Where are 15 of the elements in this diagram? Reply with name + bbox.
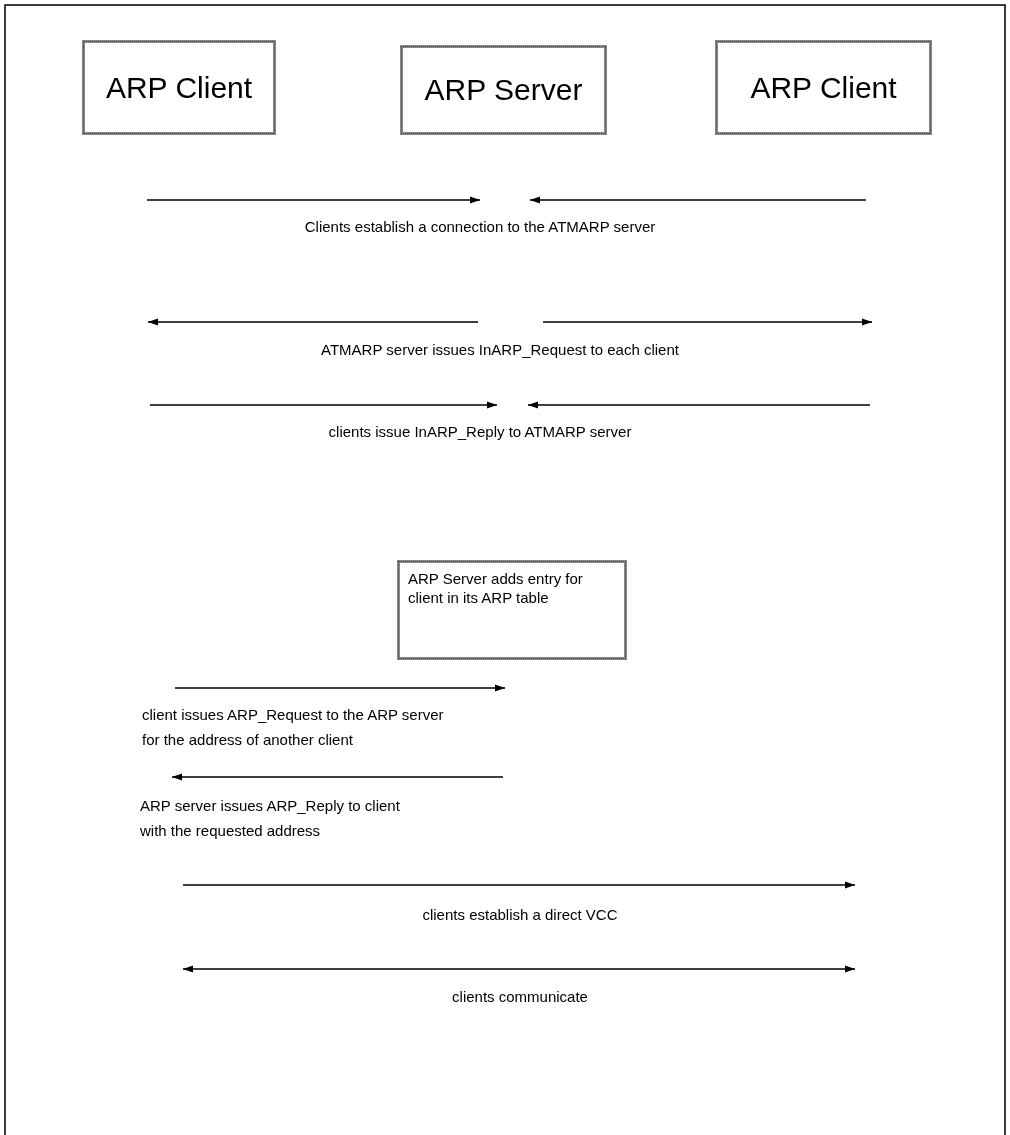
message-label: Clients establish a connection to the ATMARP server (304, 217, 656, 237)
participant-box (400, 45, 607, 135)
node-text: ARP Server (424, 73, 583, 107)
message-label: clients issue InARP_Reply to ATMARP server (328, 422, 632, 442)
message-label: ARP server issues ARP_Reply to client with the requested address (140, 796, 400, 841)
node-text: ARP Client (105, 70, 253, 105)
note-box (397, 560, 627, 660)
node-text: ARP Client (750, 70, 897, 105)
message-label: ATMARP server issues InARP_Request to each client (321, 340, 679, 360)
participant-box (82, 40, 276, 135)
node-text: ARP Server adds entry for client in its ARP table (408, 569, 584, 607)
message-label: clients establish a direct VCC (422, 905, 618, 925)
message-label: client issues ARP_Request to the ARP server for the address of another client (142, 705, 445, 750)
message-label: clients communicate (452, 987, 588, 1007)
participant-box (715, 40, 932, 135)
